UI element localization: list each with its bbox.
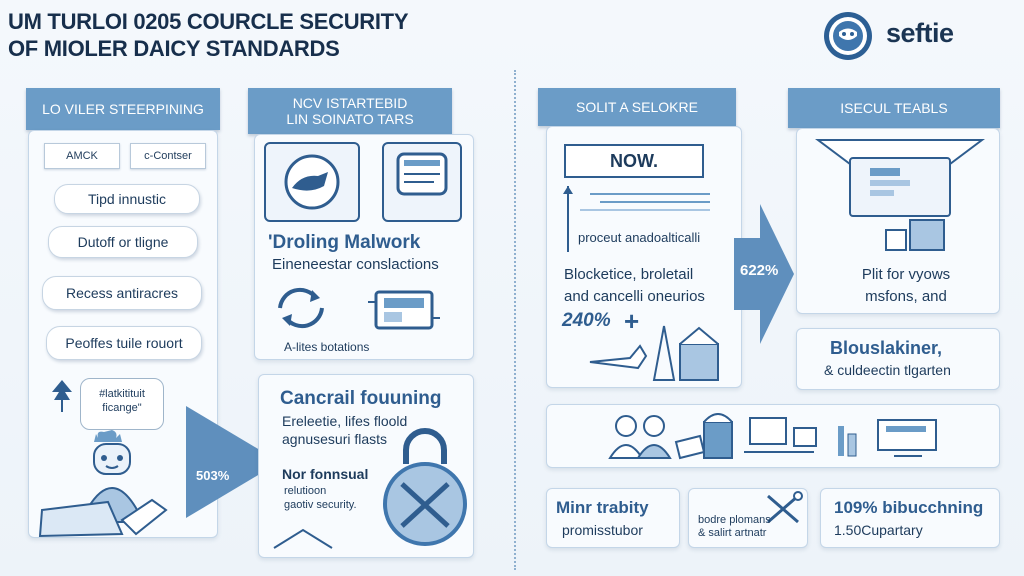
- panel2-line2: agnusesuri flasts: [282, 431, 388, 447]
- icon-card-doc: [382, 142, 462, 222]
- pill-item-1[interactable]: Tipd innustic: [54, 184, 200, 214]
- chart-lines-graphic: [563, 186, 710, 252]
- bottom-card-1[interactable]: [546, 488, 680, 548]
- triangle-outline-icon: [273, 528, 333, 549]
- title-line-1: UM TURLOI 0205 COURCLE SECURITY: [8, 9, 409, 34]
- panel2-sub-text: relutioon gaotiv security.: [284, 484, 357, 512]
- tag-amck-label: AMCK: [66, 150, 98, 162]
- col3-line2: and cancelli oneurios: [564, 288, 705, 305]
- now-banner: NOW.: [564, 144, 704, 178]
- plus-sign: +: [624, 306, 640, 336]
- panel2-sub-line1: relutioon: [284, 485, 327, 497]
- col4-info-box: [796, 328, 1000, 390]
- shield-hand-icon: [284, 154, 340, 210]
- col4-header: ISECUL TEABLS: [788, 88, 1000, 128]
- bottom-card-1-title: Minr trabity: [556, 498, 649, 517]
- panel1-caption: A-lites botations: [284, 340, 370, 354]
- column-divider: [514, 70, 516, 570]
- tag-amck[interactable]: AMCK: [44, 143, 120, 169]
- bottom-card-1-subtitle: promisstubor: [562, 522, 643, 538]
- icon-card-hand: [264, 142, 360, 222]
- pill-item-3-label: Recess antiracres: [65, 285, 179, 301]
- arrow-right-icon-col3: [734, 204, 794, 344]
- person-at-laptop-icon: [38, 430, 168, 538]
- tools-illustration: [589, 325, 719, 381]
- col2-header-line1: NCV ISTARTEBID: [292, 95, 408, 111]
- circuit-chip-icon: [368, 290, 440, 330]
- tag-contser-label: c-Contser: [144, 150, 192, 162]
- brand-name: seftie: [886, 18, 954, 48]
- panel2-line1: Ereleetie, lifes floold: [282, 413, 408, 429]
- panel2-title: Cancrail fouuning: [280, 388, 442, 409]
- arrow-tree-icon: [52, 380, 72, 412]
- bottom-card-3[interactable]: [820, 488, 1000, 548]
- shield-emblem-icon: [824, 12, 872, 60]
- col4-header-label: ISECUL TEABLS: [840, 100, 948, 116]
- col4-panel-text: Plit for vyows msfons, and: [846, 264, 966, 308]
- tools-cross-icon: [767, 491, 803, 524]
- panel1-title: 'Droling Malwork: [268, 232, 421, 253]
- col3-text: Blocketice, broletail and cancelli oneur…: [564, 264, 705, 308]
- arrow-right-icon-col1: [186, 406, 280, 518]
- padlock-icon: [383, 428, 467, 546]
- page-title: UM TURLOI 0205 COURCLE SECURITY OF MIOLE…: [8, 8, 568, 62]
- computer-workstation-icon: [815, 139, 985, 251]
- pill-item-1-label: Tipd innustic: [87, 191, 167, 207]
- col4-box-subtitle: & culdeectin tlgarten: [824, 362, 951, 378]
- col2-header: NCV ISTARTEBID LIN SOINATO TARS: [248, 88, 452, 134]
- brand-logo[interactable]: seftie: [822, 10, 1018, 60]
- chart-label: proceut anadoalticalli: [578, 230, 701, 245]
- speech-bubble-note: #latkitituit ficange": [80, 378, 164, 430]
- now-banner-label: NOW.: [610, 150, 658, 171]
- col1-header: LO VILER STEERPINING: [26, 88, 220, 130]
- col3-header-label: SOLIT A SELOKRE: [576, 99, 698, 115]
- pill-item-4[interactable]: Peoffes tuile rouort: [46, 326, 202, 360]
- col4-box-title: Blouslakiner,: [830, 338, 943, 358]
- pill-item-3[interactable]: Recess antiracres: [42, 276, 202, 310]
- document-icon: [396, 152, 448, 196]
- bottom-card-3-title: 109% bibucchning: [834, 498, 984, 517]
- pill-item-2[interactable]: Dutoff or tligne: [48, 226, 198, 258]
- bottom-card-2-line1: bodre plomans: [698, 514, 771, 526]
- col2-header-line2: LIN SOINATO TARS: [286, 111, 414, 127]
- title-line-2: OF MIOLER DAICY STANDARDS: [8, 36, 340, 61]
- pill-item-4-label: Peoffes tuile rouort: [65, 335, 183, 351]
- col1-header-label: LO VILER STEERPINING: [42, 101, 204, 117]
- panel1-subtitle: Eineneestar conslactions: [272, 256, 439, 273]
- bottom-card-2[interactable]: [688, 488, 808, 548]
- panel2-text: Ereleetie, lifes floold agnusesuri flast…: [282, 412, 407, 448]
- panel2-sub-line2: gaotiv security.: [284, 499, 357, 511]
- refresh-cycle-icon: [278, 287, 324, 329]
- bottom-card-2-text: bodre plomans & salirt artnatr: [698, 514, 771, 540]
- col3-stat: 240%: [562, 310, 611, 331]
- panel2-subtitle: Nor fonnsual: [282, 466, 369, 482]
- col4-panel-line1: Plit for vyows: [861, 266, 951, 283]
- speech-bubble-text: #latkitituit ficange": [99, 388, 145, 414]
- bottom-card-2-line2: & salirt artnatr: [698, 527, 767, 539]
- col3-arrow-percent: 622%: [740, 262, 779, 279]
- col4-panel-line2: msfons, and: [865, 288, 947, 305]
- col1-arrow-percent: 503%: [196, 468, 230, 483]
- col3-header: SOLIT A SELOKRE: [538, 88, 736, 126]
- bottom-card-3-subtitle: 1.50Cupartary: [834, 522, 923, 538]
- col3-line1: Blocketice, broletail: [564, 266, 694, 283]
- team-devices-illustration: [608, 413, 937, 460]
- tag-contser[interactable]: c-Contser: [130, 143, 206, 169]
- pill-item-2-label: Dutoff or tligne: [77, 234, 169, 250]
